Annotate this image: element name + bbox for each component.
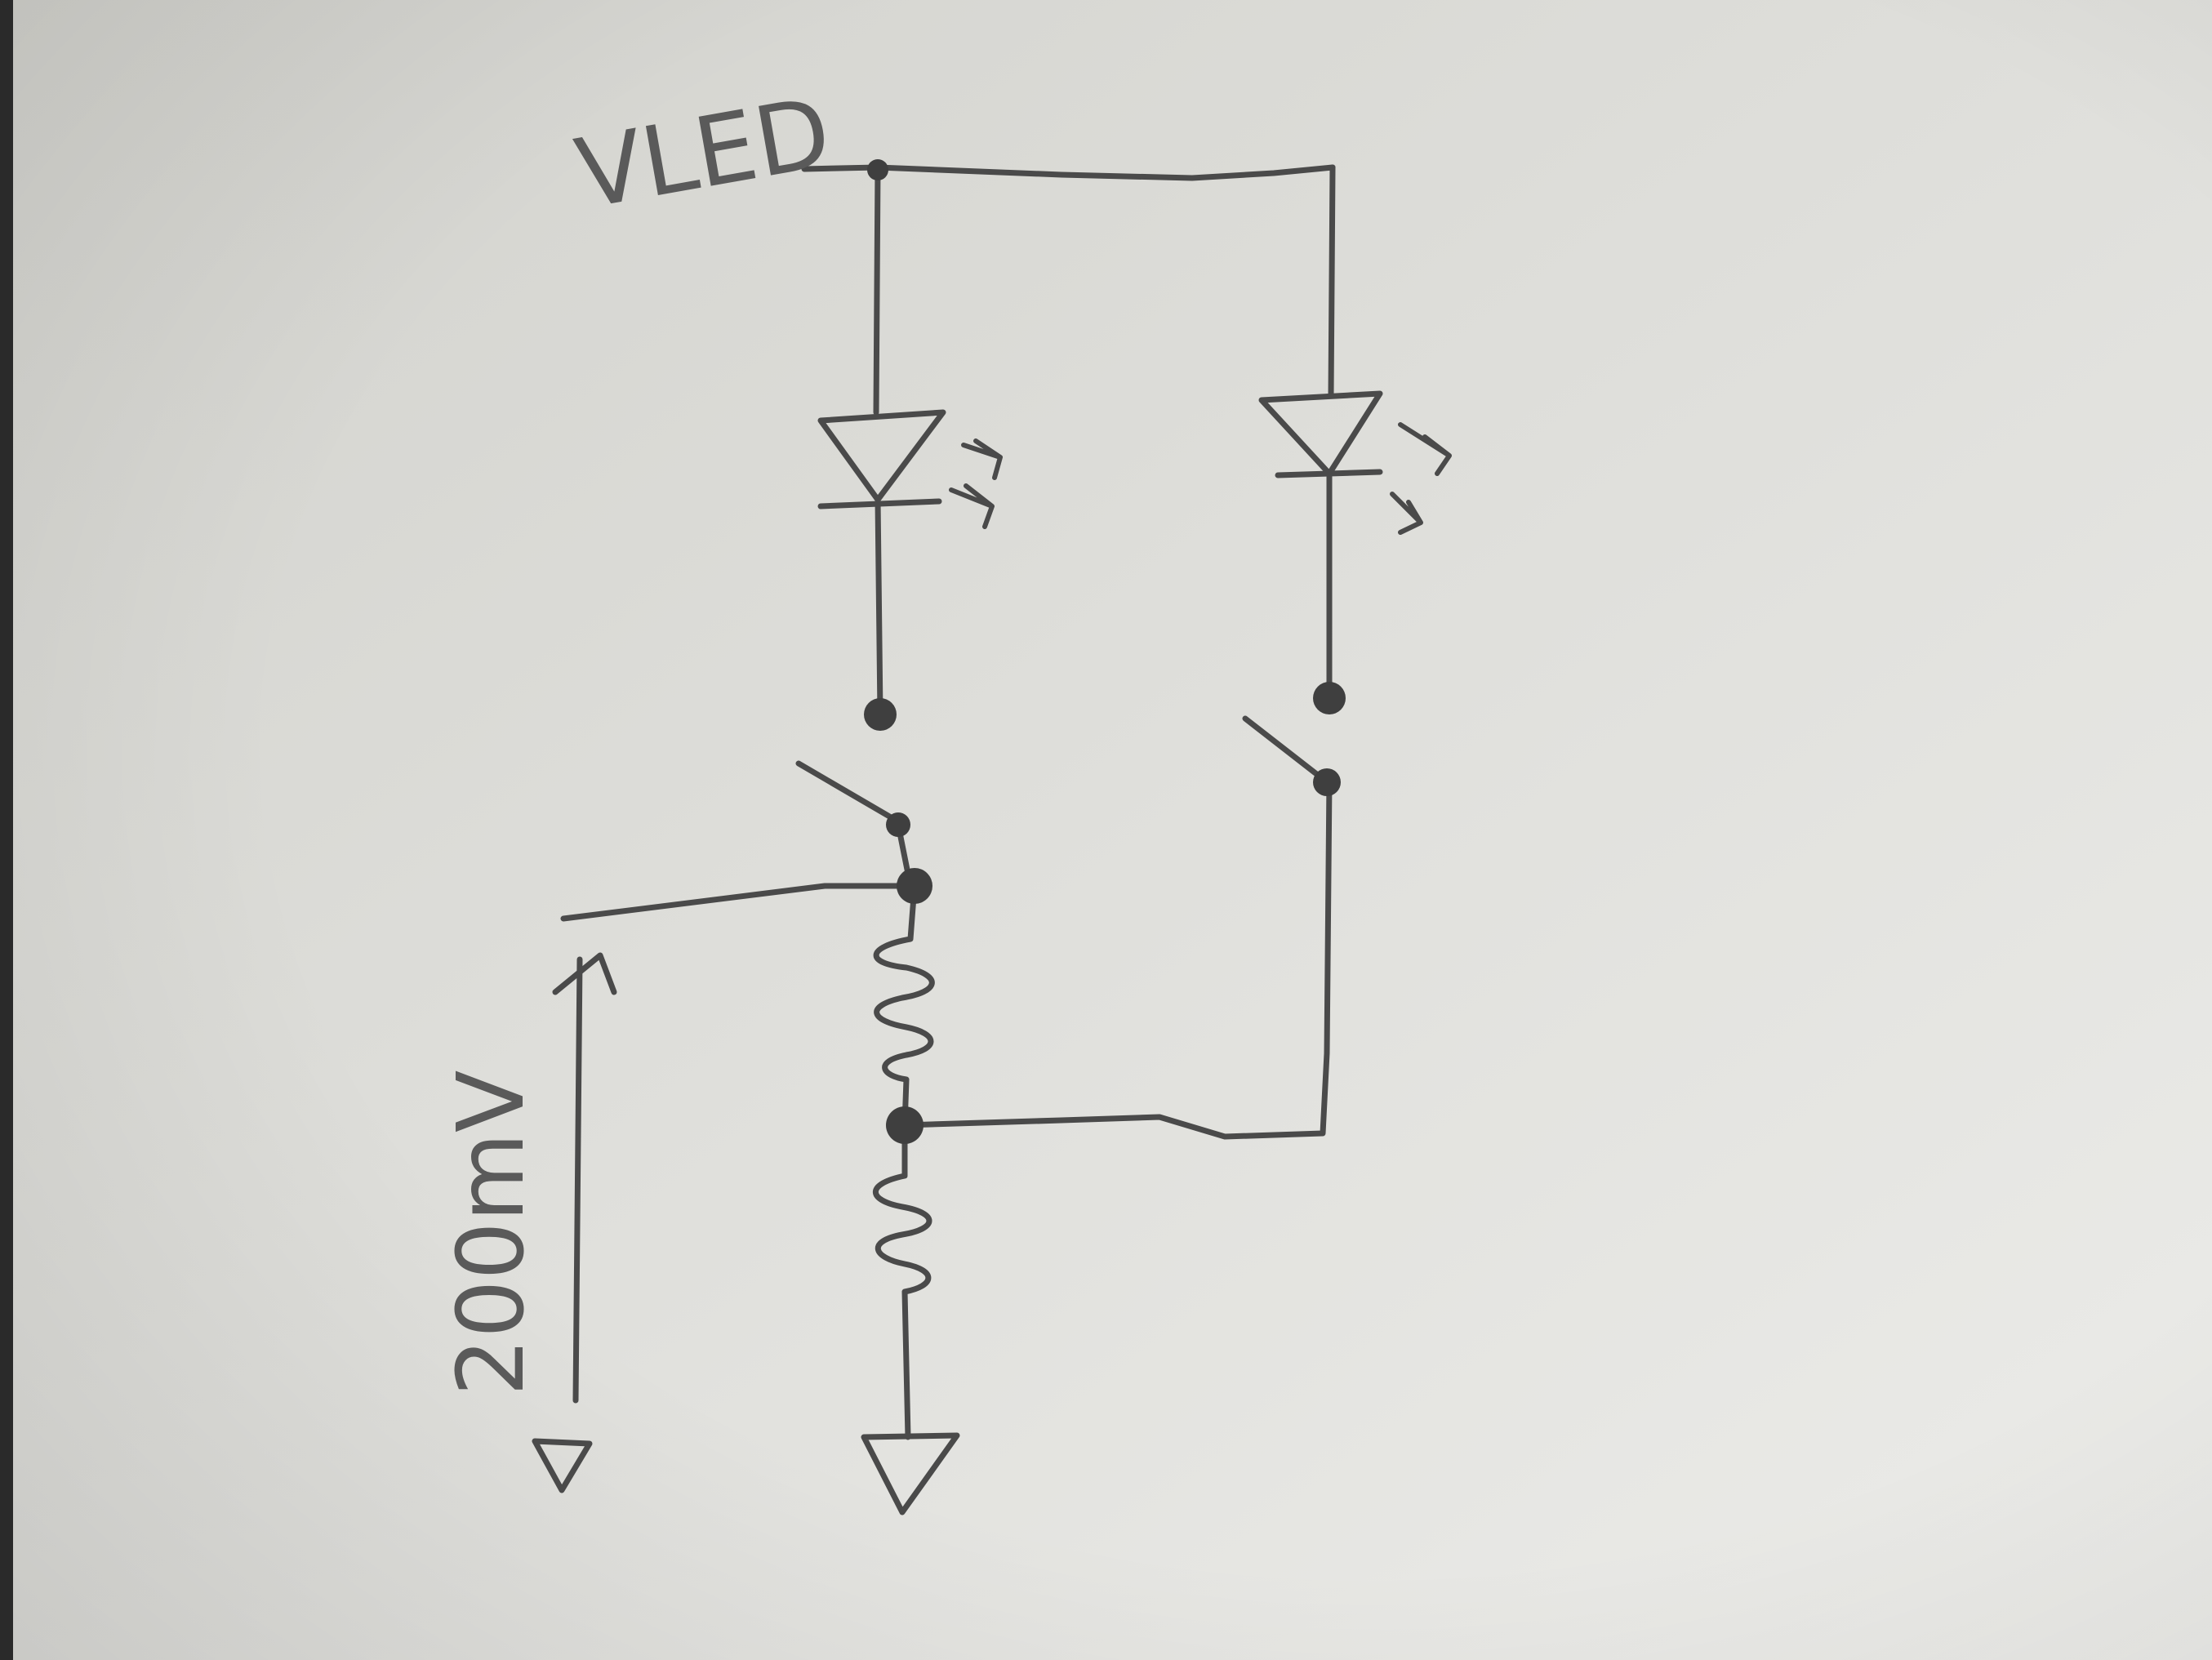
led-1-arrow-a bbox=[961, 438, 1003, 480]
led-2 bbox=[1258, 390, 1452, 535]
switch-1-top-terminal bbox=[864, 698, 897, 731]
supply-rail-wire bbox=[801, 164, 1336, 181]
led-2-triangle bbox=[1258, 390, 1383, 477]
node-supply bbox=[867, 159, 888, 180]
switch-2-top-terminal bbox=[1313, 682, 1346, 714]
node-middle bbox=[886, 1106, 924, 1144]
ground-main bbox=[861, 1432, 960, 1515]
switch-2-blade bbox=[1242, 715, 1322, 779]
wire-supply-to-led-1 bbox=[873, 164, 881, 416]
voltage-arrow-shaft bbox=[572, 956, 583, 1404]
resistor-1 bbox=[873, 883, 935, 1128]
resistor-2 bbox=[873, 1122, 932, 1440]
led-1-triangle bbox=[817, 409, 946, 503]
led-1-arrow-b bbox=[949, 483, 995, 529]
wire-reference-to-node bbox=[560, 883, 918, 922]
wire-led-1-to-switch-1 bbox=[875, 496, 883, 718]
paper-edge-shadow bbox=[0, 0, 13, 1660]
wire-supply-to-led-2 bbox=[1328, 164, 1336, 399]
voltage-arrow-head bbox=[552, 952, 617, 995]
node-upper bbox=[897, 868, 932, 904]
switch-1-bottom-terminal bbox=[886, 812, 910, 837]
switch-2-bottom-terminal bbox=[1313, 768, 1341, 796]
switch-1-blade bbox=[795, 760, 900, 824]
led-2-arrow-b bbox=[1390, 492, 1423, 535]
wire-middle-node-to-switch-2 bbox=[901, 777, 1333, 1140]
voltage-label: 200mV bbox=[438, 1070, 545, 1397]
ground-ref bbox=[532, 1438, 593, 1493]
led-2-arrow-a bbox=[1398, 422, 1452, 476]
